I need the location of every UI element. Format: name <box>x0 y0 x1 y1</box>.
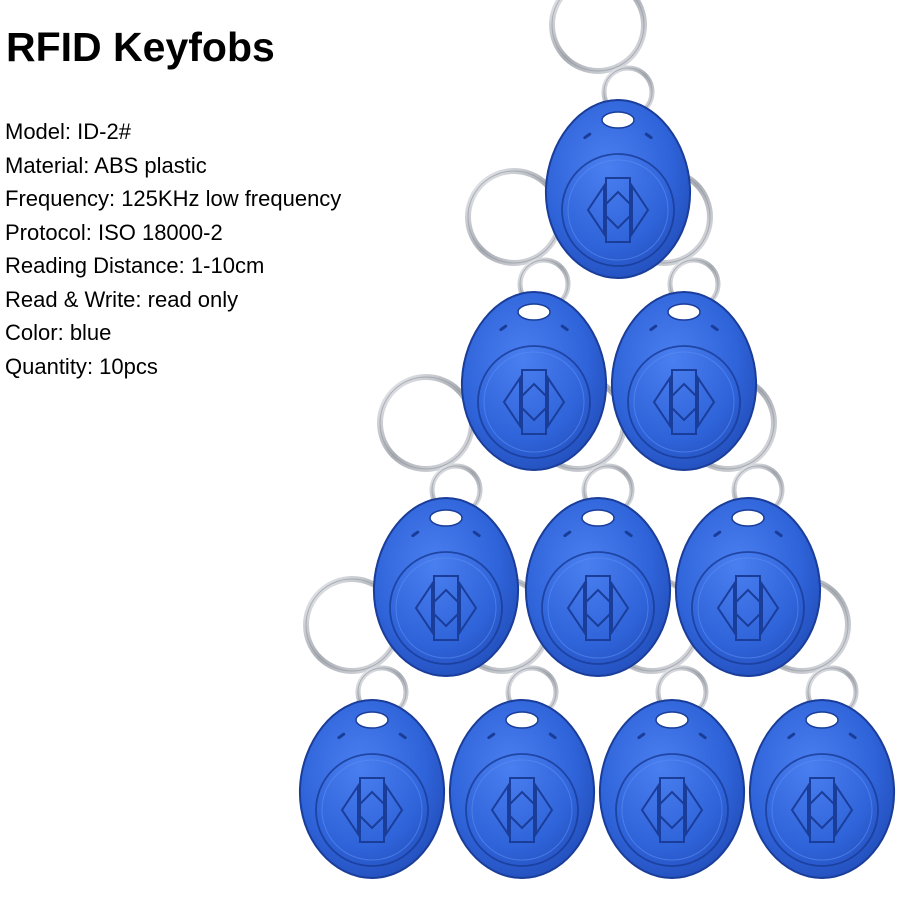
spec-material: Material: ABS plastic <box>5 152 207 178</box>
spec-label: Protocol <box>5 219 86 245</box>
keyfob-icon <box>374 377 518 676</box>
keyfob-icon <box>600 579 744 878</box>
product-title: RFID Keyfobs <box>6 24 275 70</box>
spec-label: Read & Write <box>5 286 136 312</box>
spec-value: ISO 18000-2 <box>97 219 223 245</box>
keyfob-icon <box>546 0 690 278</box>
keyfob-icon <box>462 171 606 470</box>
spec-reading-distance: Reading Distance: 1-10cm <box>5 253 265 278</box>
spec-label: Quantity <box>5 353 87 379</box>
spec-label: Frequency <box>5 186 109 211</box>
keyfob-icon <box>300 579 444 878</box>
spec-label: Model <box>5 119 65 144</box>
spec-model: Model: ID-2# <box>5 119 131 144</box>
spec-value: blue <box>69 320 112 345</box>
keyfob-icon <box>750 579 894 878</box>
spec-label: Reading Distance <box>5 253 179 278</box>
spec-label: Color <box>5 320 58 345</box>
spec-read-write: Read & Write: read only <box>5 286 239 312</box>
keyfob-icon <box>526 377 670 676</box>
keyfob-icon <box>676 377 820 676</box>
spec-value: 10pcs <box>99 353 158 379</box>
spec-value: 125KHz low frequency <box>121 186 342 211</box>
keyfob-icon <box>612 171 756 470</box>
spec-color: Color: blue <box>5 320 112 345</box>
spec-value: ABS plastic <box>94 152 207 178</box>
spec-label: Material <box>5 152 84 178</box>
keyfob-icon <box>450 579 594 878</box>
spec-frequency: Frequency: 125KHz low frequency <box>5 186 342 211</box>
spec-value: read only <box>147 286 239 312</box>
spec-value: 1-10cm <box>190 253 265 278</box>
spec-list: Model: ID-2# Material: ABS plastic Frequ… <box>5 115 341 383</box>
spec-protocol: Protocol: ISO 18000-2 <box>5 219 223 245</box>
spec-value: ID-2# <box>77 119 131 144</box>
spec-quantity: Quantity: 10pcs <box>5 353 158 379</box>
